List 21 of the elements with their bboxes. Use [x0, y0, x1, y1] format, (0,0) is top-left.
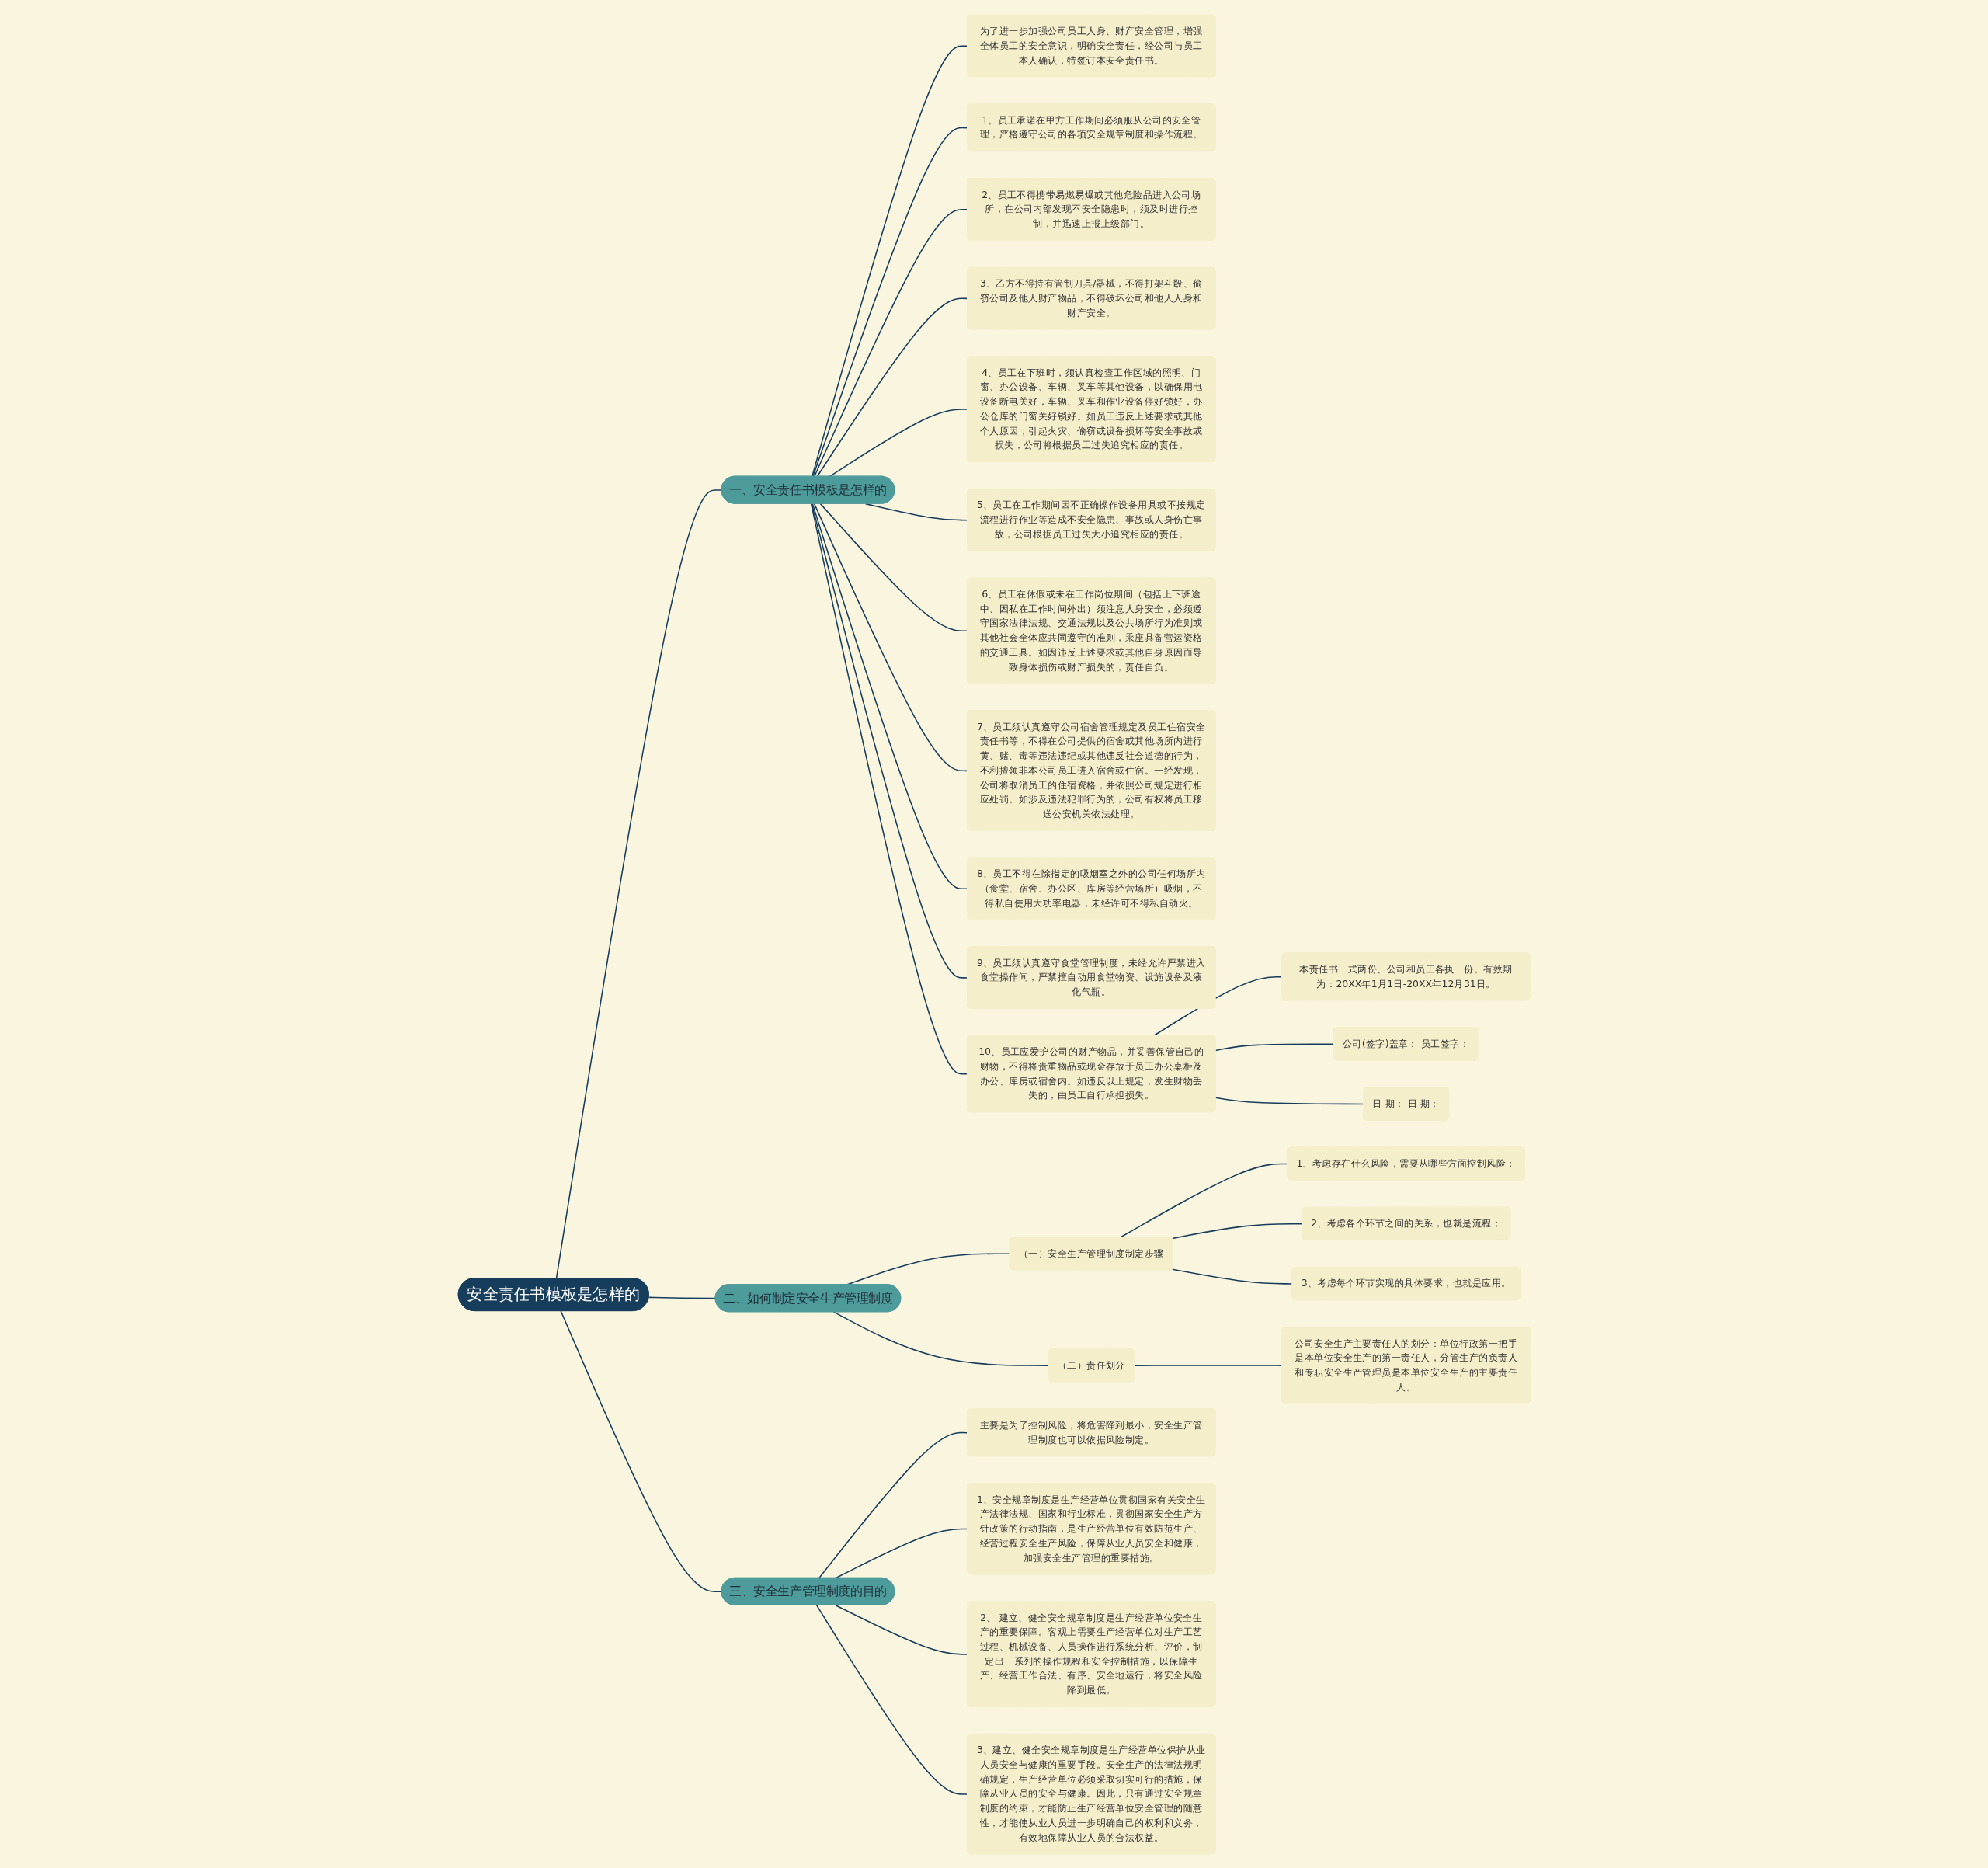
connector: [819, 503, 968, 631]
connector: [811, 503, 968, 979]
connector: [1171, 1223, 1303, 1239]
connector: [835, 1604, 968, 1655]
connector: [811, 45, 968, 477]
connector: [816, 297, 968, 477]
connector: [812, 503, 968, 889]
connector: [1171, 1268, 1293, 1285]
connector: [1133, 1364, 1283, 1366]
connector: [812, 127, 968, 477]
connector: [813, 503, 968, 771]
connector: [555, 489, 722, 1279]
connector: [864, 503, 968, 520]
connector: [815, 1604, 968, 1795]
connector: [813, 208, 968, 477]
connector: [818, 1431, 968, 1578]
connector: [560, 1310, 722, 1592]
connector: [832, 1310, 1049, 1366]
connector: [810, 503, 968, 1075]
connector: [648, 1296, 716, 1299]
connector: [1215, 1097, 1364, 1104]
